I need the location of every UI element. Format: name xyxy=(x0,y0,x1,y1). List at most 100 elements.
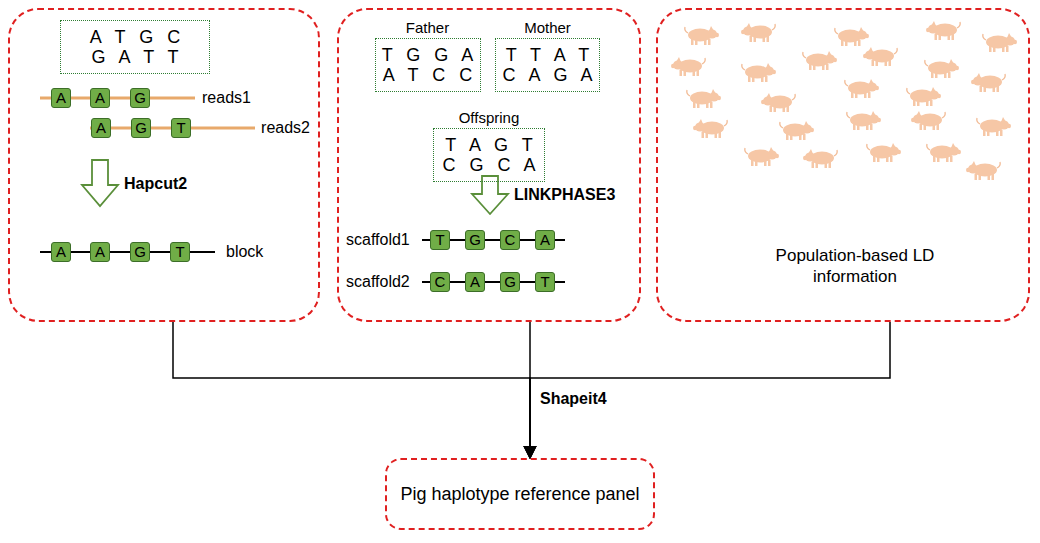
pig-part xyxy=(913,100,916,106)
pig-part xyxy=(1001,117,1006,122)
allele-square: G xyxy=(465,230,485,250)
pig-part xyxy=(885,60,888,66)
pig-part xyxy=(1000,130,1003,136)
pig-herd xyxy=(671,21,1017,180)
pig-icon xyxy=(803,51,837,70)
pig-part xyxy=(930,100,933,106)
pig-part xyxy=(780,122,783,128)
pig-part xyxy=(857,124,860,130)
genotype-heading: Father xyxy=(406,19,449,36)
pig-part xyxy=(1002,46,1005,52)
pig-part xyxy=(935,34,938,40)
pig-part xyxy=(971,161,976,166)
panel-text: block xyxy=(226,243,263,261)
allele-letter: A xyxy=(96,120,106,136)
genotype-row: T G G A xyxy=(382,45,474,65)
pig-part xyxy=(870,124,873,130)
pig-part xyxy=(715,33,719,37)
pig-part xyxy=(933,156,936,162)
allele-square: G xyxy=(130,242,150,262)
tool-name: LINKPHASE3 xyxy=(514,186,615,204)
pig-part xyxy=(946,156,949,162)
pig-part xyxy=(775,154,779,158)
pig-icon xyxy=(780,121,814,140)
pig-part xyxy=(867,144,870,150)
pig-part xyxy=(1006,46,1009,52)
pig-part xyxy=(803,156,807,160)
genotype-row: A T C C xyxy=(383,65,472,85)
pig-part xyxy=(993,86,996,92)
pig-part xyxy=(955,66,959,70)
pig-part xyxy=(697,102,700,108)
pig-icon xyxy=(835,27,869,46)
genotype-row: G A T T xyxy=(91,47,178,67)
pig-part xyxy=(989,46,992,52)
genotype-heading: Offspring xyxy=(459,109,520,126)
connector xyxy=(173,322,530,458)
pig-part xyxy=(1013,40,1017,44)
pig-part xyxy=(877,118,881,122)
pig-part xyxy=(693,102,696,108)
pig-part xyxy=(891,143,896,148)
allele-letter: T xyxy=(540,274,549,290)
pig-part xyxy=(894,48,897,54)
pig-part xyxy=(948,72,951,78)
pig-part xyxy=(764,160,767,166)
pig-icon xyxy=(741,23,775,42)
genotype-box: MotherT T A TC A G A xyxy=(495,38,600,92)
pig-part xyxy=(992,174,995,180)
allele-letter: A xyxy=(56,90,66,106)
pig-icon xyxy=(803,149,837,168)
pig-part xyxy=(937,94,941,98)
pig-part xyxy=(927,144,930,150)
pig-part xyxy=(704,39,707,45)
pig-part xyxy=(868,92,871,98)
tool-name: Shapeit4 xyxy=(540,390,607,408)
pig-part xyxy=(691,39,694,45)
pig-part xyxy=(853,124,856,130)
panel-text: scaffold1 xyxy=(346,231,410,249)
genotype-row: T A G T xyxy=(445,135,532,155)
allele-square: A xyxy=(51,242,71,262)
pig-part xyxy=(997,162,1000,168)
pig-part xyxy=(770,106,773,112)
pig-part xyxy=(772,70,776,74)
pig-part xyxy=(1007,124,1011,128)
pig-part xyxy=(786,134,789,140)
pig-part xyxy=(944,72,947,78)
pig-part xyxy=(834,150,837,156)
pig-part xyxy=(813,64,816,70)
pig-part xyxy=(931,72,934,78)
pig-part xyxy=(983,130,986,136)
pig-icon xyxy=(907,87,941,106)
allele-square: T xyxy=(171,118,191,138)
pig-part xyxy=(827,51,832,56)
allele-letter: A xyxy=(470,274,480,290)
pig-part xyxy=(859,27,864,32)
pig-icon xyxy=(863,47,897,66)
pig-icon xyxy=(977,117,1011,136)
pig-part xyxy=(855,92,858,98)
pig-part xyxy=(702,58,705,64)
genotype-row: C G C A xyxy=(442,155,535,175)
pig-part xyxy=(810,128,814,132)
allele-letter: C xyxy=(435,274,446,290)
pig-icon xyxy=(911,111,945,130)
pig-part xyxy=(761,100,765,104)
pig-part xyxy=(751,160,754,166)
pig-part xyxy=(949,59,954,64)
connector xyxy=(530,322,890,458)
pig-part xyxy=(790,134,793,140)
pig-part xyxy=(845,40,848,46)
pig-part xyxy=(847,112,850,118)
pig-part xyxy=(748,76,751,82)
allele-square: T xyxy=(430,230,450,250)
panel-text: reads1 xyxy=(202,89,251,107)
pig-part xyxy=(829,162,832,168)
pig-part xyxy=(799,134,802,140)
allele-square: T xyxy=(170,242,190,262)
pig-part xyxy=(988,174,991,180)
genotype-row: A T G C xyxy=(90,27,180,47)
allele-square: A xyxy=(465,272,485,292)
pig-part xyxy=(755,160,758,166)
